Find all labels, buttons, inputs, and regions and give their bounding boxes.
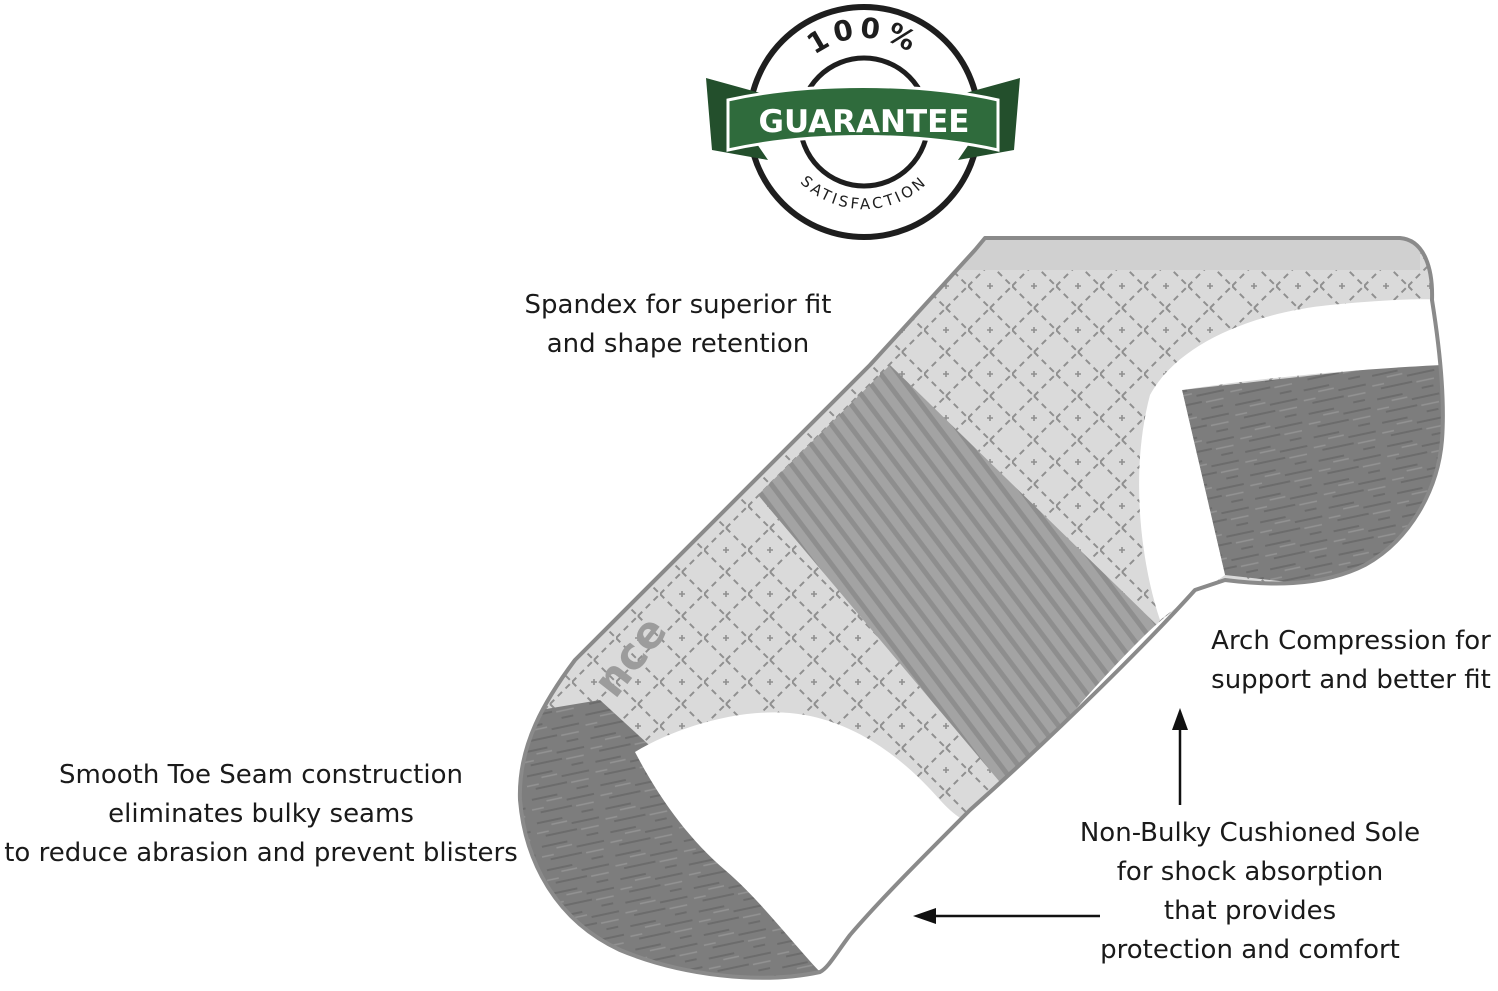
callout-line: Smooth Toe Seam construction <box>59 760 463 790</box>
callout-line: Non-Bulky Cushioned Sole <box>1079 818 1421 848</box>
callout-line: for shock absorption <box>1116 857 1384 887</box>
callout-line: Arch Compression for <box>1211 626 1491 656</box>
callout-line: protection and comfort <box>1100 935 1400 965</box>
callout-arch-compression: Arch Compression for support and better … <box>1196 622 1498 700</box>
callout-cushioned-sole: Non-Bulky Cushioned Sole for shock absor… <box>1058 814 1442 970</box>
guarantee-badge: 100% GUARANTEE SATISFACTION <box>706 4 1020 240</box>
callout-line: Spandex for superior fit <box>524 290 832 320</box>
callout-toe-seam: Smooth Toe Seam construction eliminates … <box>0 756 522 873</box>
callout-line: to reduce abrasion and prevent blisters <box>4 838 518 868</box>
callout-spandex: Spandex for superior fit and shape reten… <box>500 286 856 364</box>
callout-line: eliminates bulky seams <box>108 799 414 829</box>
callout-line: support and better fit <box>1211 665 1491 695</box>
callout-line: that provides <box>1163 896 1337 926</box>
arch-arrow <box>1172 708 1188 805</box>
callout-line: and shape retention <box>546 329 810 359</box>
sole-arrow <box>913 908 1100 924</box>
badge-ribbon-text: GUARANTEE <box>759 104 970 140</box>
